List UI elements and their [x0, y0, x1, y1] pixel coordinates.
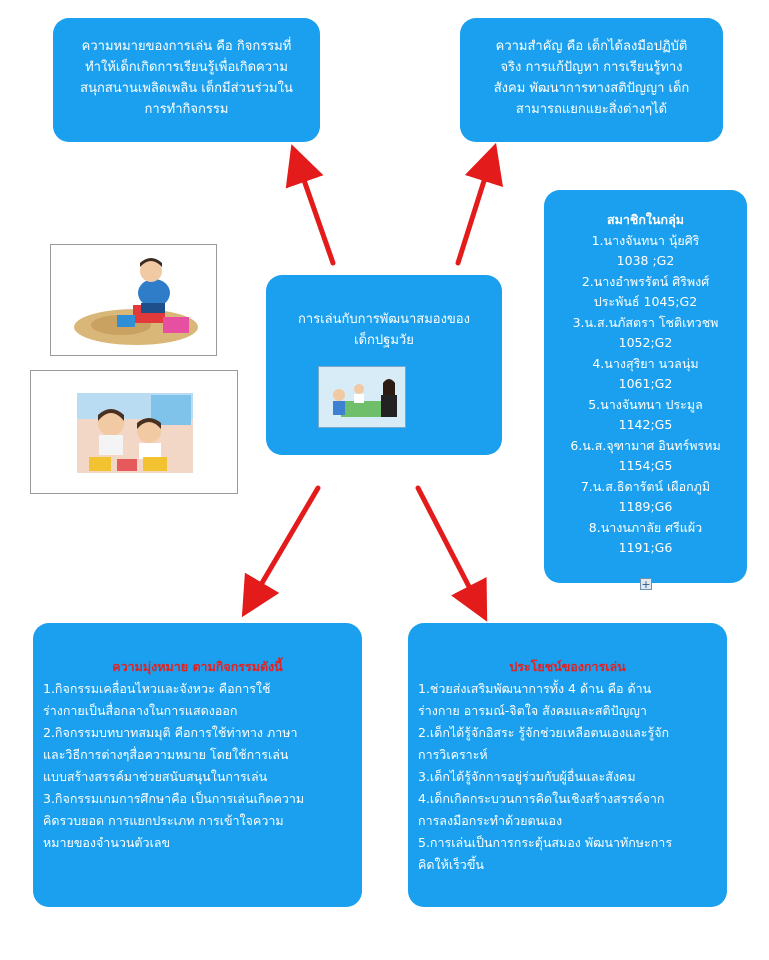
benefit-line: การลงมือกระทำด้วยตนเอง — [418, 813, 563, 828]
member-line: 1191;G6 — [618, 540, 673, 555]
arrow-up-right-icon — [455, 142, 504, 266]
meaning-line: ทำให้เด็กเกิดการเรียนรู้เพื่อเกิดความ — [85, 60, 288, 75]
objective-line: 3.กิจกรรมเกมการศึกษาคือ เป็นการเล่นเกิดค… — [43, 791, 305, 806]
members-title: สมาชิกในกลุ่ม — [606, 212, 685, 227]
member-line: 4.นางสุริยา นวลนุ่ม — [592, 355, 699, 371]
importance-line: ความสำคัญ คือ เด็กได้ลงมือปฏิบัติ — [495, 39, 688, 54]
importance-box: ความสำคัญ คือ เด็กได้ลงมือปฏิบัติ จริง ก… — [460, 18, 723, 142]
benefit-line: 4.เด็กเกิดกระบวนการคิดในเชิงสร้างสรรค์จา… — [418, 791, 665, 806]
center-title-line: การเล่นกับการพัฒนาสมองของ — [298, 312, 470, 327]
member-line: 1061;G2 — [618, 376, 673, 391]
objective-line: 2.กิจกรรมบทบาทสมมุติ คือการใช้ท่าทาง ภาษ… — [43, 725, 298, 740]
benefit-line: 2.เด็กได้รู้จักอิสระ รู้จักช่วยเหลือตนเอ… — [418, 725, 670, 740]
meaning-line: การทำกิจกรรม — [144, 102, 229, 117]
benefits-title: ประโยชน์ของการเล่น — [509, 659, 626, 674]
members-box: สมาชิกในกลุ่ม 1.นางจันทนา นุ้ยศิริ 1038 … — [544, 190, 747, 583]
benefit-line: ร่างกาย อารมณ์-จิตใจ สังคมและสติปัญญา — [418, 703, 647, 718]
benefit-line: 5.การเล่นเป็นการกระตุ้นสมอง พัฒนาทักษะกา… — [418, 835, 673, 850]
importance-line: จริง การแก้ปัญหา การเรียนรู้ทาง — [500, 60, 683, 75]
meaning-box: ความหมายของการเล่น คือ กิจกรรมที่ ทำให้เ… — [53, 18, 320, 142]
benefit-line: คิดให้เร็วขึ้น — [418, 857, 484, 872]
member-line: 8.นางนภาลัย ศรีแผ้ว — [588, 519, 703, 535]
objective-line: แบบสร้างสรรค์มาช่วยสนับสนุนในการเล่น — [43, 769, 268, 784]
benefit-line: 3.เด็กได้รู้จักการอยู่ร่วมกับผู้อื่นและส… — [418, 769, 636, 784]
objective-line: และวิธีการต่างๆสื่อความหมาย โดยใช้การเล่… — [43, 747, 289, 762]
objective-line: คิดรวบยอด การแยกประเภท การเข้าใจความ — [43, 813, 284, 828]
meaning-line: ความหมายของการเล่น คือ กิจกรรมที่ — [81, 39, 292, 54]
member-line: 1038 ;G2 — [616, 253, 675, 268]
objectives-box: ความมุ่งหมาย ตามกิจกรรมดังนี้ 1.กิจกรรมเ… — [33, 623, 362, 907]
importance-line: สังคม พัฒนาการทางสติปัญญา เด็ก — [493, 81, 690, 96]
objective-line: ร่างกายเป็นสื่อกลางในการแสดงออก — [43, 703, 238, 718]
member-line: 1.นางจันทนา นุ้ยศิริ — [591, 232, 700, 248]
center-topic-box: การเล่นกับการพัฒนาสมองของ เด็กปฐมวัย — [266, 275, 502, 455]
child-sandbox-photo — [50, 244, 217, 356]
arrow-down-right-icon — [415, 485, 488, 622]
objective-line: 1.กิจกรรมเคลื่อนไหวและจังหวะ คือการใช้ — [43, 681, 271, 696]
member-line: 1142;G5 — [618, 417, 673, 432]
arrow-down-left-icon — [241, 485, 321, 618]
benefit-line: 1.ช่วยส่งเสริมพัฒนาการทั้ง 4 ด้าน คือ ด้… — [418, 681, 652, 696]
member-line: 1052;G2 — [618, 335, 673, 350]
children-playing-photo — [30, 370, 238, 494]
member-line: 3.น.ส.นภัสตรา โชติเทวชพ — [572, 314, 719, 330]
benefit-line: การวิเคราะห์ — [418, 747, 488, 762]
expand-plus-icon[interactable]: + — [640, 578, 652, 591]
meaning-line: สนุกสนานเพลิดเพลิน เด็กมีส่วนร่วมใน — [80, 81, 293, 96]
member-line: 2.นางอำพรรัตน์ ศิริพงศ์ — [581, 273, 710, 289]
member-line: 5.นางจันทนา ประมูล — [588, 396, 703, 412]
objective-line: หมายของจำนวนตัวเลข — [43, 835, 171, 850]
member-line: 6.น.ส.จุฑามาศ อินทร์พรหม — [570, 437, 721, 453]
classroom-photo — [318, 366, 406, 428]
arrow-up-left-icon — [285, 144, 336, 266]
objectives-title: ความมุ่งหมาย ตามกิจกรรมดังนี้ — [112, 659, 283, 674]
member-line: ประพันธ์ 1045;G2 — [593, 294, 698, 309]
member-line: 1189;G6 — [618, 499, 673, 514]
benefits-box: ประโยชน์ของการเล่น 1.ช่วยส่งเสริมพัฒนากา… — [408, 623, 727, 907]
member-line: 1154;G5 — [618, 458, 673, 473]
member-line: 7.น.ส.ธิดารัตน์ เผือกภูมิ — [580, 478, 711, 494]
center-title-line: เด็กปฐมวัย — [354, 333, 414, 348]
importance-line: สามารถแยกแยะสิ่งต่างๆได้ — [515, 102, 668, 117]
